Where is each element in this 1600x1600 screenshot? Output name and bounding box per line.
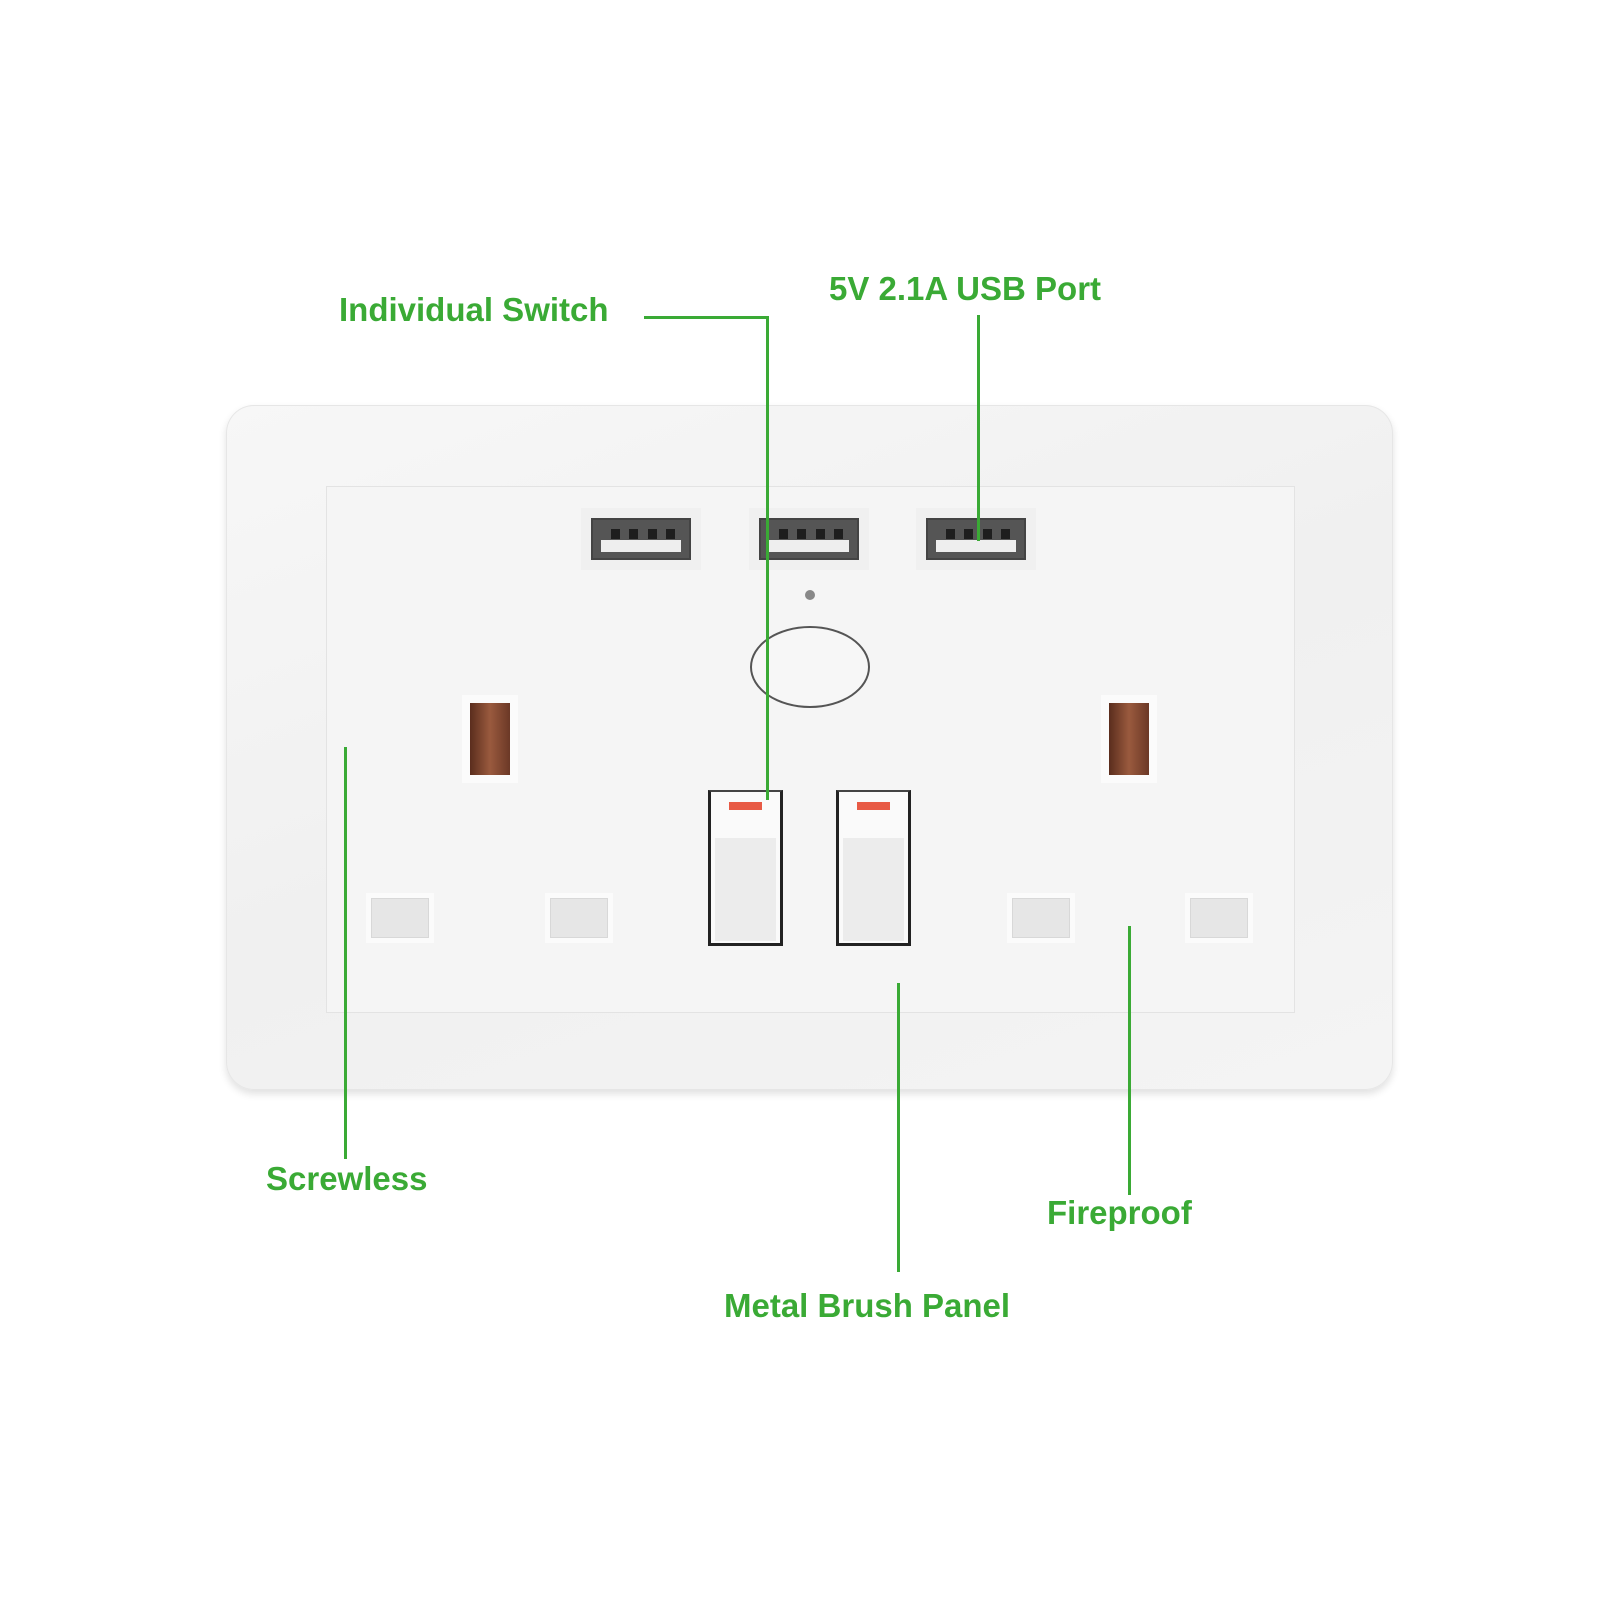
rocker-switch-left (708, 790, 783, 946)
label-metal-brush-panel: Metal Brush Panel (724, 1287, 1011, 1324)
usb-port-3 (926, 518, 1026, 560)
pin-slot (1012, 898, 1070, 938)
indicator-led (805, 590, 815, 600)
rocker-switch-right (836, 790, 911, 946)
earth-slot-left (470, 703, 510, 775)
label-fireproof: Fireproof (1047, 1194, 1192, 1231)
pin-slot (1190, 898, 1248, 938)
pin-slot (371, 898, 429, 938)
label-screwless: Screwless (266, 1160, 428, 1197)
label-usb-port: 5V 2.1A USB Port (829, 270, 1102, 307)
usb-port-1 (591, 518, 691, 560)
earth-slot-right (1109, 703, 1149, 775)
usb-port-2 (759, 518, 859, 560)
callout-line-screwless (344, 747, 347, 1159)
callout-line-switch (766, 316, 769, 800)
callout-line-usb (977, 315, 980, 541)
callout-line-fireproof (1128, 926, 1131, 1195)
label-individual-switch: Individual Switch (339, 291, 609, 328)
callout-line-panel (897, 983, 900, 1272)
callout-line-switch (644, 316, 769, 319)
pin-slot (550, 898, 608, 938)
oval-button (750, 626, 870, 708)
